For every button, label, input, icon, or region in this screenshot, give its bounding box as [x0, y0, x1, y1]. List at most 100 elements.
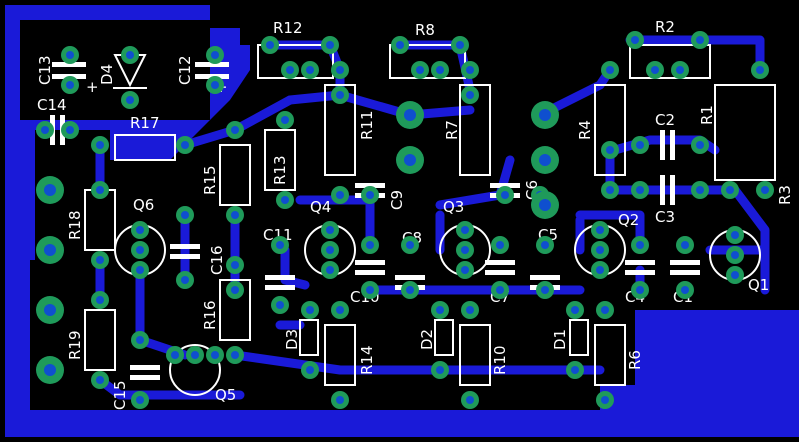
pad-hole [596, 226, 604, 234]
label-r7: R7 [443, 120, 461, 140]
pad-hole [326, 266, 334, 274]
pad-hole [541, 286, 549, 294]
pad-hole [136, 266, 144, 274]
pad-hole [326, 41, 334, 49]
c1-body [670, 260, 700, 275]
pad-hole [136, 336, 144, 344]
d3-body [299, 319, 319, 356]
label-r6: R6 [626, 350, 644, 370]
label-r18: R18 [66, 210, 84, 240]
pad-hole [436, 366, 444, 374]
label-c9: C9 [388, 190, 406, 210]
r19-body [84, 309, 116, 371]
pad-hole [631, 36, 639, 44]
pad-hole [181, 211, 189, 219]
pad-hole [126, 96, 134, 104]
label-r14: R14 [358, 345, 376, 375]
large-pad-hole [44, 184, 56, 196]
pad-hole [171, 351, 179, 359]
pad-hole [731, 271, 739, 279]
label-q5: Q5 [215, 386, 236, 404]
r6-body [594, 324, 626, 386]
pad-hole [676, 66, 684, 74]
pad-hole [436, 66, 444, 74]
c2-body [660, 130, 675, 160]
r11-body [324, 84, 356, 176]
pad-hole [636, 286, 644, 294]
pad-hole [96, 141, 104, 149]
pad-hole [731, 231, 739, 239]
large-pad-hole [539, 109, 551, 121]
pad-hole [761, 186, 769, 194]
pad-hole [461, 226, 469, 234]
pad-hole [191, 351, 199, 359]
label-r17: R17 [130, 114, 160, 132]
pad-hole [636, 186, 644, 194]
label-r2: R2 [655, 18, 675, 36]
pad-hole [231, 126, 239, 134]
pad-hole [596, 246, 604, 254]
label-r10: R10 [491, 345, 509, 375]
pad-hole [636, 141, 644, 149]
pad-hole [266, 41, 274, 49]
pad-hole [276, 301, 284, 309]
pad-hole [681, 286, 689, 294]
pad-hole [136, 246, 144, 254]
r17-body [114, 134, 176, 161]
pad-hole [606, 186, 614, 194]
pad-hole [436, 306, 444, 314]
pad-hole [286, 66, 294, 74]
pad-hole [466, 396, 474, 404]
label-q6: Q6 [133, 196, 154, 214]
pad-hole [41, 126, 49, 134]
c3-body [660, 175, 675, 205]
label-c2: C2 [655, 111, 675, 129]
label-r16: R16 [201, 300, 219, 330]
pad-hole [96, 376, 104, 384]
label-d1: D1 [551, 329, 569, 350]
label-d2: D2 [418, 329, 436, 350]
r14-body [324, 324, 356, 386]
pad-hole [596, 266, 604, 274]
label-r1: R1 [698, 105, 716, 125]
label-q3: Q3 [443, 198, 464, 216]
pad-hole [231, 286, 239, 294]
pad-hole [406, 241, 414, 249]
pad-hole [696, 36, 704, 44]
c15-body [130, 365, 160, 380]
label-q4: Q4 [310, 198, 331, 216]
pad-hole [696, 141, 704, 149]
pad-hole [231, 351, 239, 359]
pad-hole [696, 186, 704, 194]
large-pad-hole [44, 304, 56, 316]
c11-body [265, 275, 295, 290]
pad-hole [281, 196, 289, 204]
pad-hole [211, 81, 219, 89]
pad-hole [601, 306, 609, 314]
c12-body [195, 62, 229, 79]
pad-hole [66, 126, 74, 134]
pad-hole [366, 286, 374, 294]
pad-hole [66, 51, 74, 59]
pad-hole [306, 66, 314, 74]
r13-body [264, 129, 296, 191]
pad-hole [501, 191, 509, 199]
pad-hole [461, 266, 469, 274]
r4-body [594, 84, 626, 176]
pad-hole [211, 51, 219, 59]
pad-hole [466, 66, 474, 74]
pad-hole [681, 241, 689, 249]
pad-hole [306, 306, 314, 314]
pad-hole [66, 81, 74, 89]
r7-body [459, 84, 491, 176]
pad-hole [541, 241, 549, 249]
pad-hole [406, 286, 414, 294]
pad-hole [461, 246, 469, 254]
pad-hole [756, 66, 764, 74]
r16-body [219, 279, 251, 341]
pad-hole [606, 66, 614, 74]
pads [36, 31, 774, 409]
pad-hole [651, 66, 659, 74]
label-c13: C13 [36, 55, 54, 85]
